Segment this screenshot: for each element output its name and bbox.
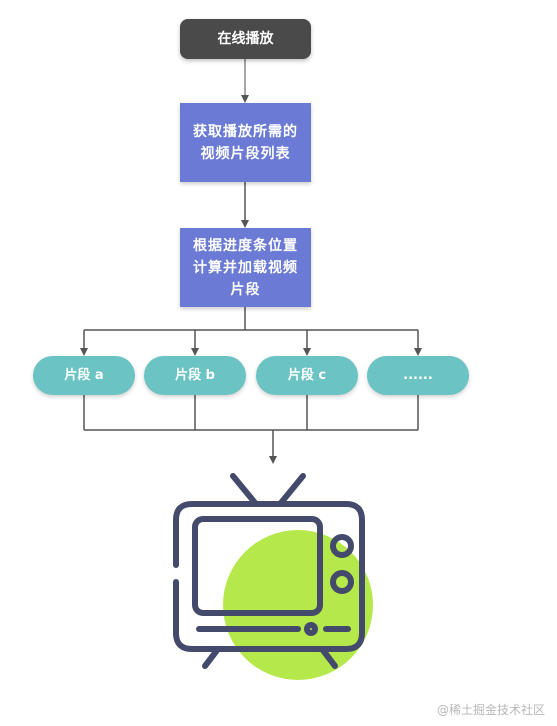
step1-label: 获取播放所需的视频片段列表 [193,123,298,162]
start-node: 在线播放 [180,19,311,59]
watermark: @稀土掘金技术社区 [436,703,545,717]
segment-a: 片段 a [33,356,135,395]
step-get-segment-list: 获取播放所需的视频片段列表 [180,103,311,182]
segment-label: 片段 a [64,367,104,383]
segment-label: 片段 b [175,367,215,383]
segment-label: 片段 c [287,367,327,383]
fan-out-connector [80,307,422,356]
start-label: 在线播放 [217,31,274,47]
segment-label: ...... [403,367,433,383]
tv-icon [173,473,373,680]
segment-more: ...... [367,356,469,395]
step2-label: 根据进度条位置计算并加载视频片段 [193,237,298,298]
segment-c: 片段 c [256,356,358,395]
step-load-by-progress: 根据进度条位置计算并加载视频片段 [180,228,311,307]
segment-b: 片段 b [144,356,246,395]
merge-connector [83,395,419,464]
